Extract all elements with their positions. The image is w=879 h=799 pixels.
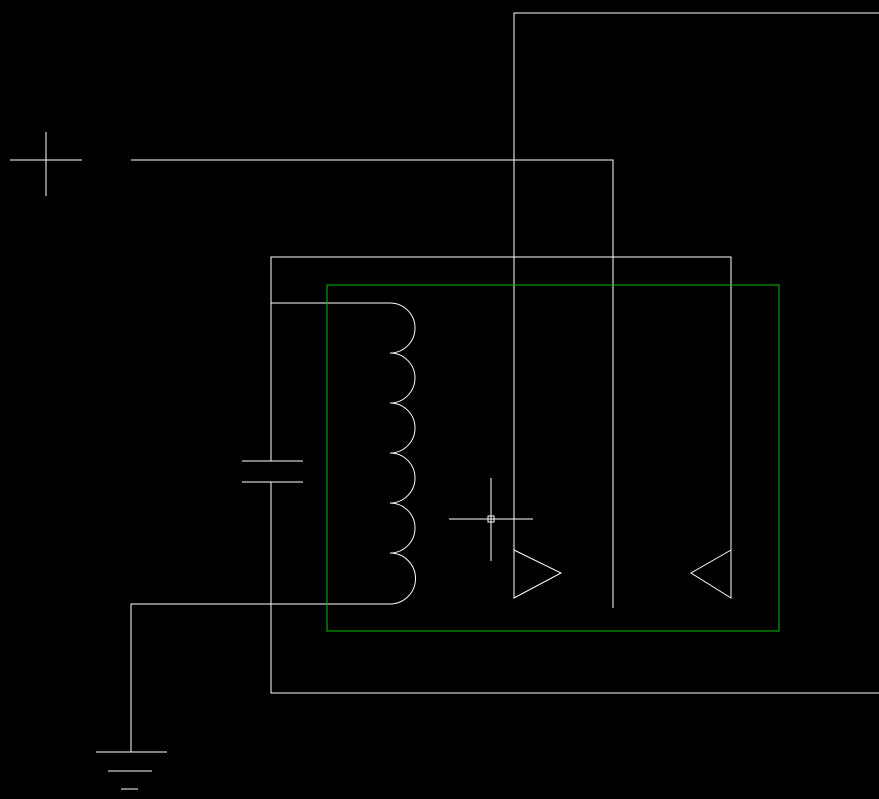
cad-crosshair-cursor [449, 478, 533, 561]
wire-top-right[interactable] [513, 12, 879, 598]
wire-plus-supply[interactable] [131, 159, 614, 608]
inductor-coil-icon[interactable] [389, 302, 416, 605]
capacitor-icon[interactable] [242, 460, 303, 483]
contact-triangle-left-icon[interactable] [690, 549, 732, 599]
wire-outer-loop[interactable] [270, 256, 732, 598]
plus-terminal-icon[interactable] [10, 132, 82, 196]
selection-rectangle[interactable] [326, 284, 780, 632]
contact-triangle-right-icon[interactable] [513, 549, 563, 599]
ground-icon[interactable] [96, 751, 167, 790]
wire-capacitor-bottom[interactable] [270, 482, 879, 694]
wire-coil-to-ground[interactable] [130, 603, 390, 752]
